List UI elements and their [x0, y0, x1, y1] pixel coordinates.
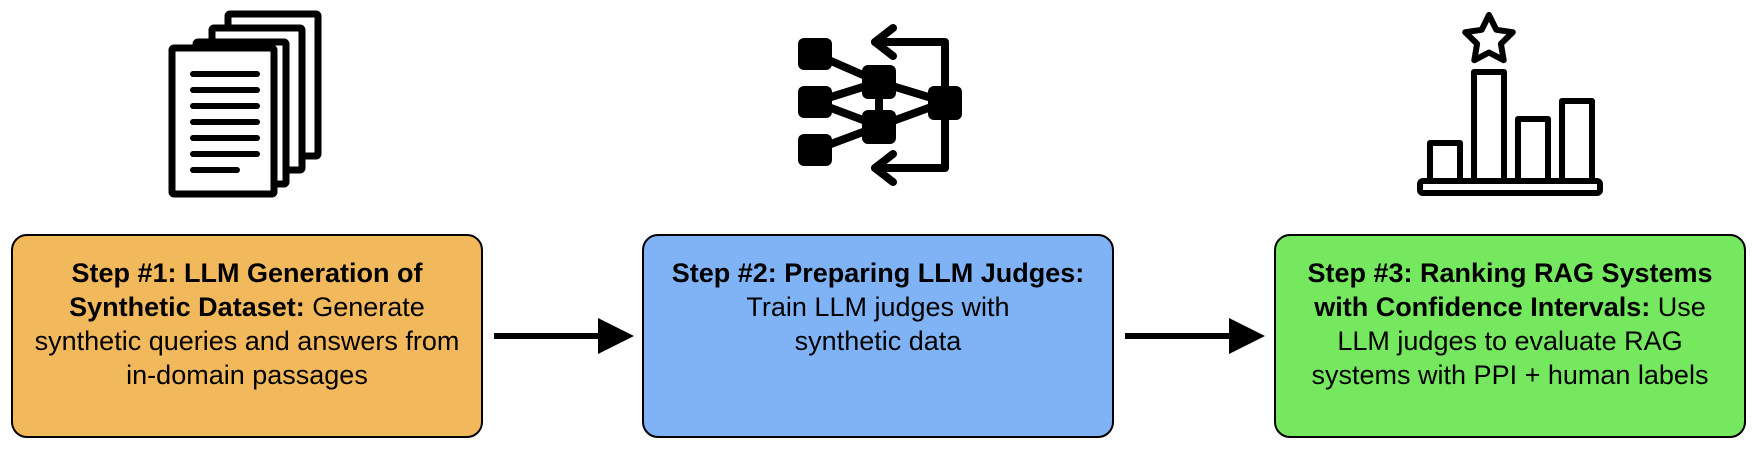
step-1-description: Generate synthetic queries and answers f…	[34, 292, 460, 390]
arrow-right-icon	[1125, 318, 1265, 354]
step-2-text: Step #2: Preparing LLM Judges: Train LLM…	[656, 256, 1101, 358]
documents-icon	[168, 10, 322, 198]
step-3-box: Step #3: Ranking RAG Systems with Confid…	[1274, 234, 1746, 438]
step-3-text: Step #3: Ranking RAG Systems with Confid…	[1276, 256, 1744, 392]
step-1-title: Step #1: LLM Generation of Synthetic Dat…	[69, 258, 423, 322]
step-2-description: Train LLM judges with synthetic data	[746, 292, 1010, 356]
bar-chart-star-icon	[1417, 12, 1603, 196]
step-1-box: Step #1: LLM Generation of Synthetic Dat…	[11, 234, 483, 438]
arrow-right-icon	[494, 318, 634, 354]
step-1-text: Step #1: LLM Generation of Synthetic Dat…	[13, 256, 481, 392]
step-2-box: Step #2: Preparing LLM Judges: Train LLM…	[642, 234, 1114, 438]
network-flow-icon	[798, 24, 962, 186]
step-2-title: Step #2: Preparing LLM Judges:	[671, 258, 1085, 288]
step-3-description: Use LLM judges to evaluate RAG systems w…	[1311, 292, 1709, 390]
step-3-title: Step #3: Ranking RAG Systems with Confid…	[1307, 258, 1713, 322]
